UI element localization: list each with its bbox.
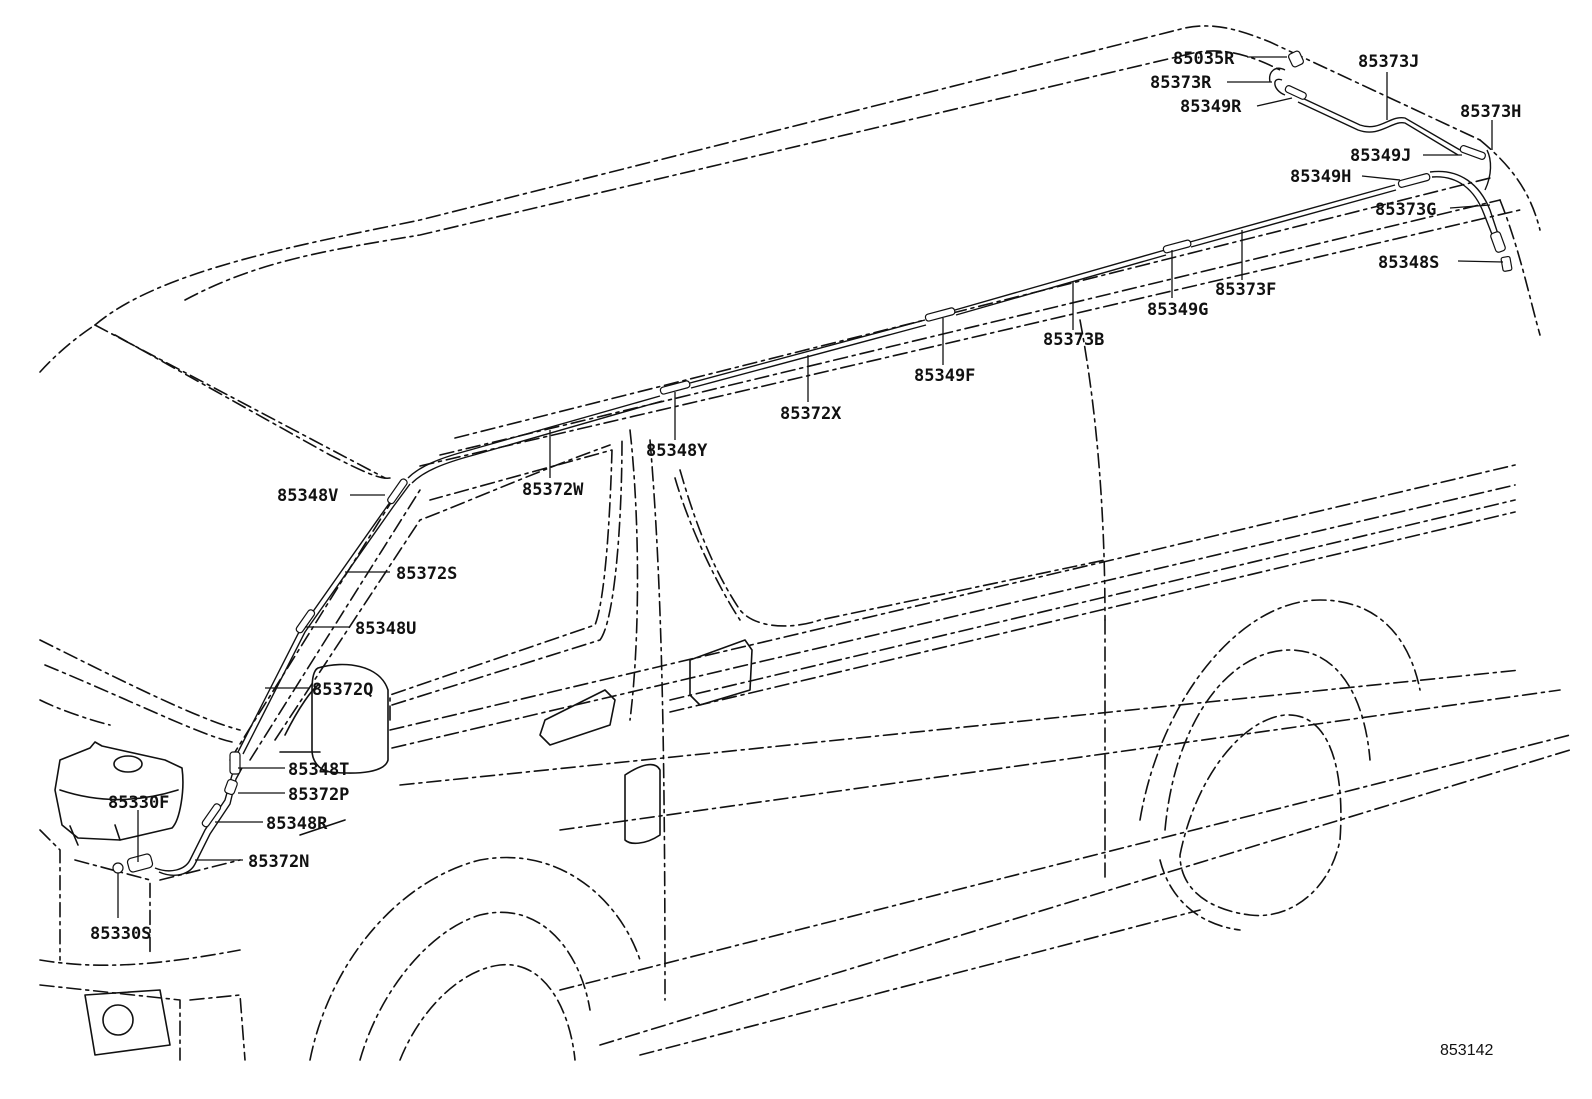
part-label[interactable]: 85373H <box>1460 102 1521 122</box>
part-label[interactable]: 85348V <box>277 486 338 506</box>
part-labels: 85035R 85373R 85349R 85373J 85373H 85349… <box>90 49 1521 1059</box>
part-label[interactable]: 85372P <box>288 785 349 805</box>
part-label[interactable]: 85349H <box>1290 167 1351 187</box>
diagram-id: 853142 <box>1440 1042 1493 1059</box>
part-label[interactable]: 85348S <box>1378 253 1439 273</box>
part-label[interactable]: 85373R <box>1150 73 1212 93</box>
part-label[interactable]: 85330F <box>108 793 169 813</box>
leader-lines <box>117 56 1504 918</box>
part-label[interactable]: 85349F <box>914 366 975 386</box>
part-label[interactable]: 85348U <box>355 619 416 639</box>
part-label[interactable]: 85035R <box>1173 49 1235 69</box>
part-label[interactable]: 85373J <box>1358 52 1419 72</box>
part-label[interactable]: 85349J <box>1350 146 1411 166</box>
hose-joints <box>112 50 1513 874</box>
part-label[interactable]: 85373F <box>1215 280 1276 300</box>
part-label[interactable]: 85372W <box>522 480 584 500</box>
part-label[interactable]: 85348T <box>288 760 349 780</box>
part-label[interactable]: 85349G <box>1147 300 1208 320</box>
part-label[interactable]: 85349R <box>1180 97 1242 117</box>
part-label[interactable]: 85373B <box>1043 330 1104 350</box>
part-label[interactable]: 85373G <box>1375 200 1436 220</box>
part-label[interactable]: 85348R <box>266 814 328 834</box>
part-label[interactable]: 85330S <box>90 924 151 944</box>
part-label[interactable]: 85348Y <box>646 441 708 461</box>
part-label[interactable]: 85372N <box>248 852 309 872</box>
part-label[interactable]: 85372Q <box>312 680 373 700</box>
part-label[interactable]: 85372S <box>396 564 457 584</box>
van-body-outline <box>39 25 1571 1061</box>
washer-hose-line <box>154 67 1501 876</box>
part-label[interactable]: 85372X <box>780 404 842 424</box>
